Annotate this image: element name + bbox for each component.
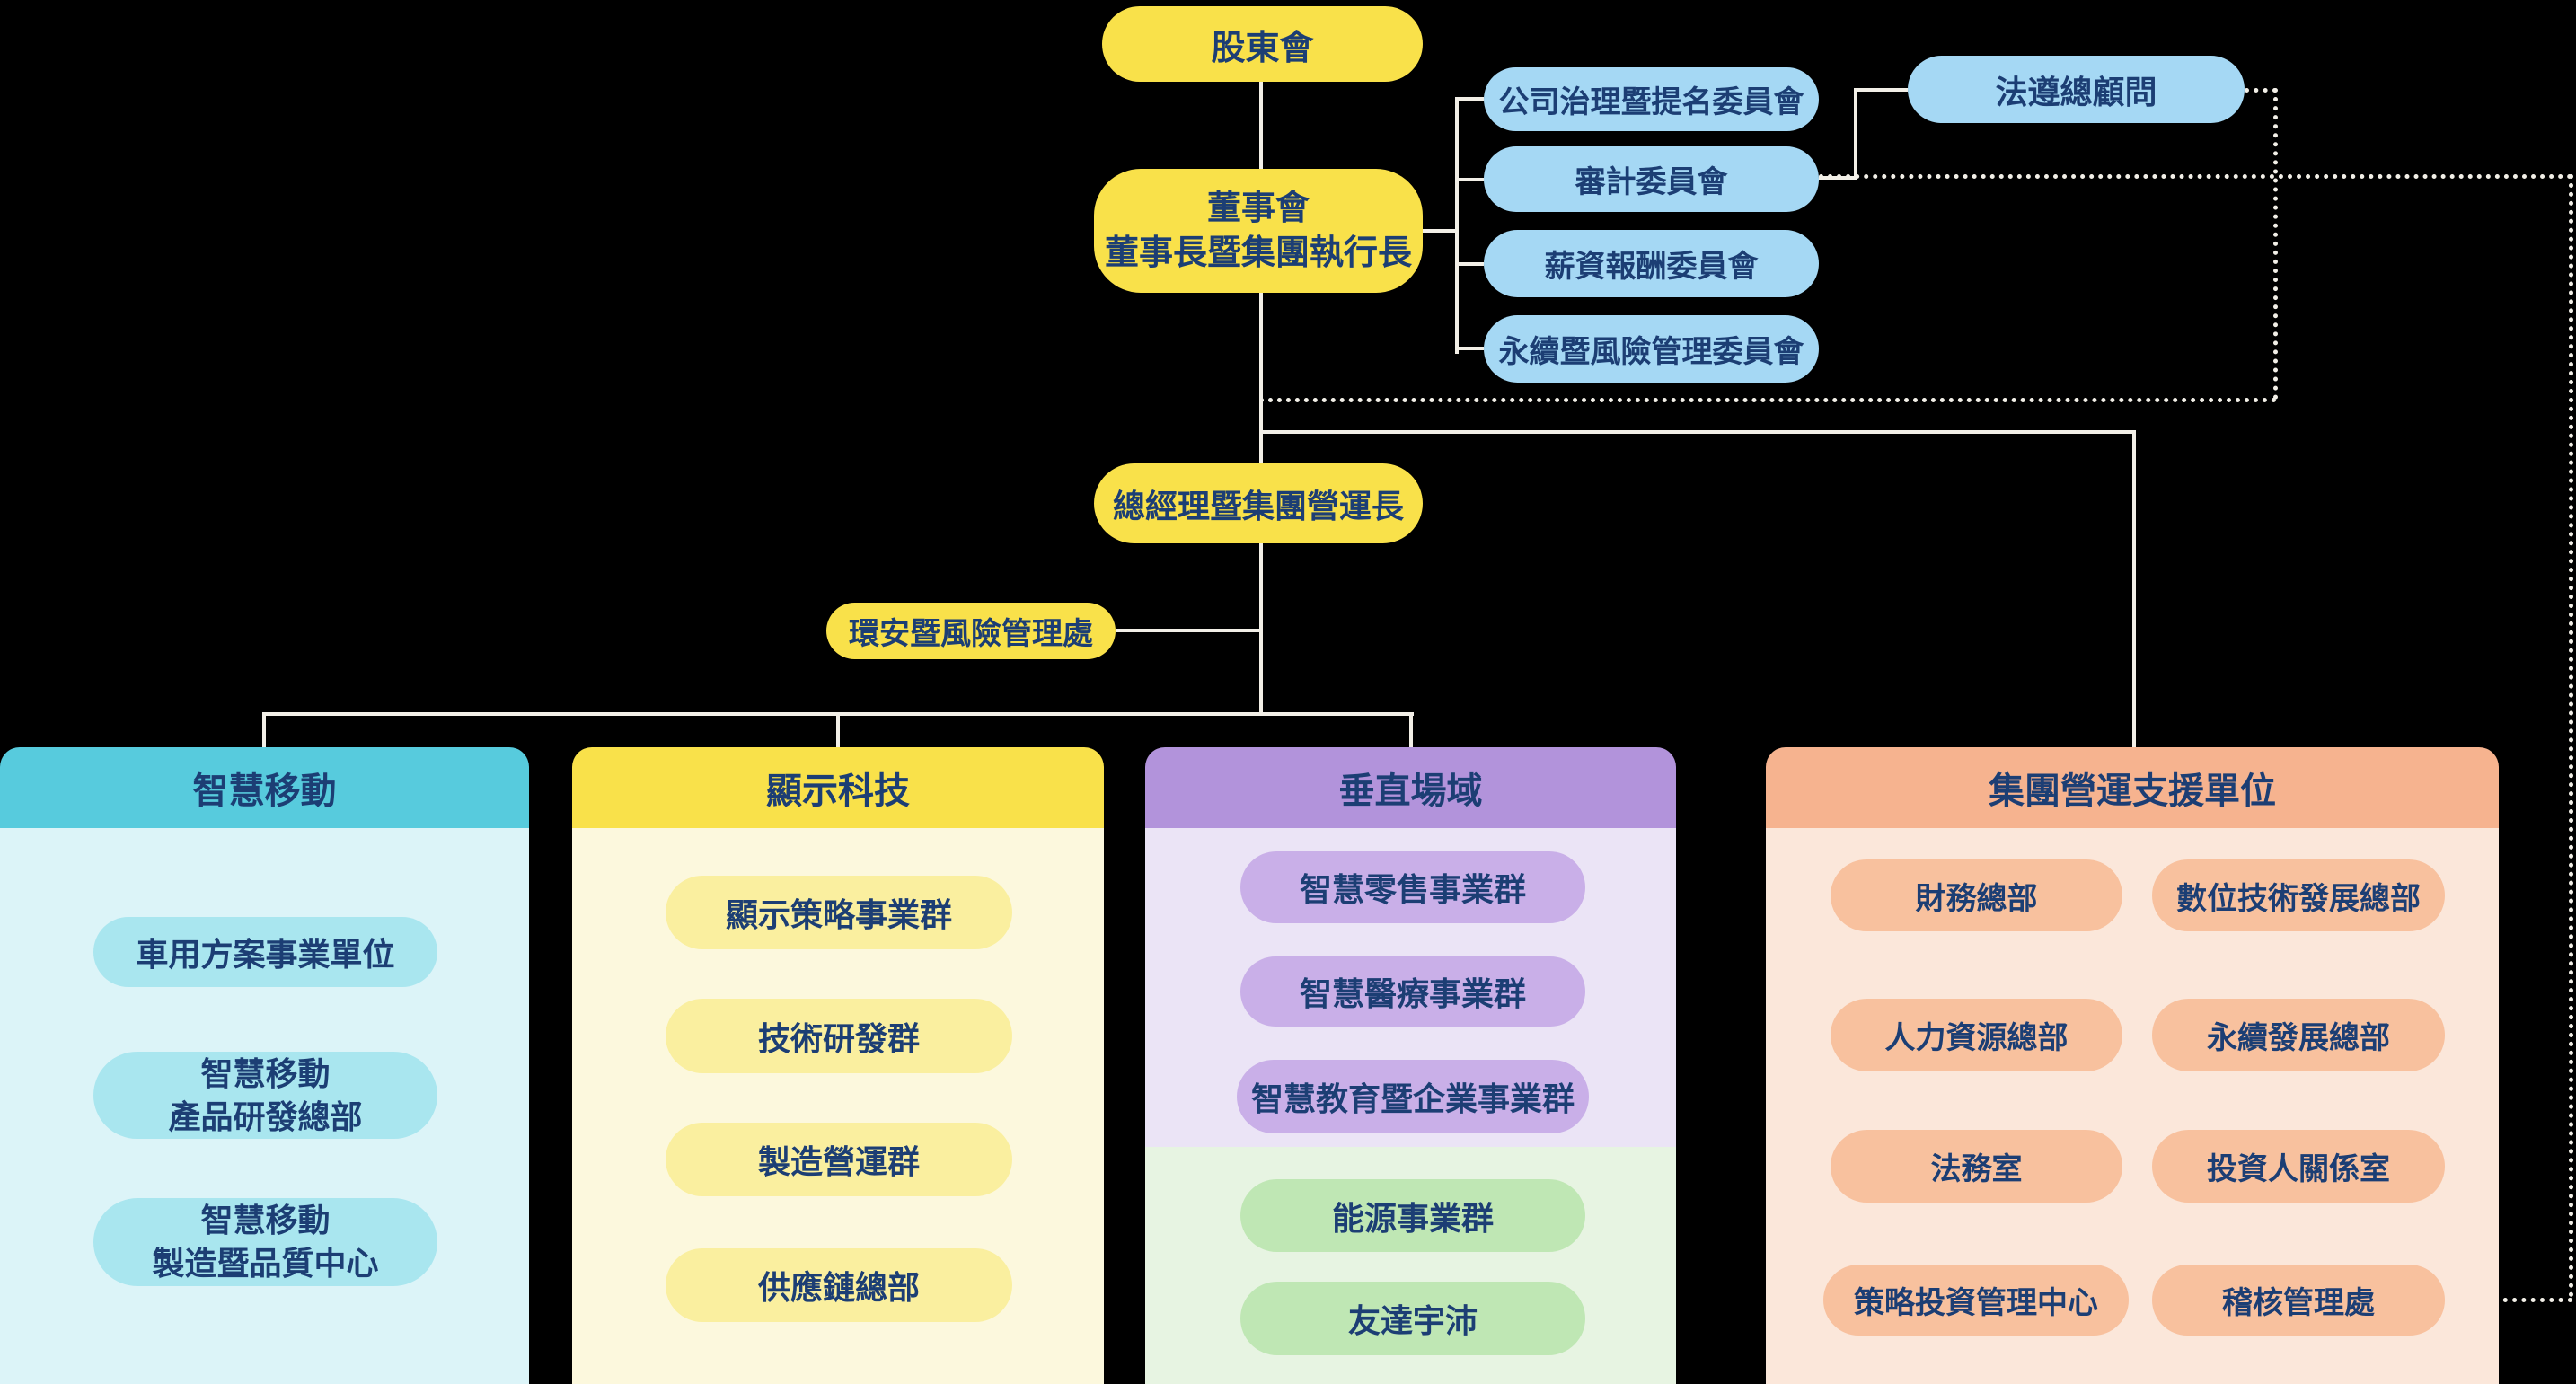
org-item-internal-audit: 稽核管理處 <box>2152 1265 2445 1336</box>
dotted-audit-internal-audit-h <box>2448 1298 2572 1302</box>
connector-committee-4-stub <box>1455 347 1484 350</box>
committee-sustainability-risk: 永續暨風險管理委員會 <box>1484 315 1819 383</box>
org-item-display-strategy: 顯示策略事業群 <box>666 876 1012 949</box>
node-compliance-counsel: 法遵總顧問 <box>1908 56 2245 123</box>
connector-board-support-v <box>2132 430 2136 747</box>
connector-group-2-stub <box>836 712 840 747</box>
connector-president-down <box>1259 543 1263 716</box>
org-item-legal-office: 法務室 <box>1831 1130 2122 1203</box>
org-item-manufacturing-ops: 製造營運群 <box>666 1123 1012 1196</box>
org-item-mobility-rd-hq: 智慧移動 產品研發總部 <box>93 1052 437 1139</box>
connector-board-committees-stub <box>1423 229 1457 233</box>
org-item-smart-medical: 智慧醫療事業群 <box>1240 956 1585 1027</box>
node-president-coo: 總經理暨集團營運長 <box>1094 463 1423 543</box>
org-item-mobility-mfg-quality: 智慧移動 製造暨品質中心 <box>93 1198 437 1286</box>
group-vertical-solutions-title: 垂直場域 <box>1145 747 1676 828</box>
node-shareholders: 股東會 <box>1102 6 1423 82</box>
org-item-smart-retail: 智慧零售事業群 <box>1240 851 1585 923</box>
org-item-sustainability-hq: 永續發展總部 <box>2152 999 2445 1071</box>
connector-esh <box>1116 629 1261 632</box>
group-display-technology: 顯示科技 <box>572 747 1104 1384</box>
dotted-audit-right-v <box>2569 174 2573 1298</box>
connector-audit-compliance-v <box>1854 88 1857 180</box>
group-display-technology-title: 顯示科技 <box>572 747 1104 828</box>
committee-compensation: 薪資報酬委員會 <box>1484 230 1819 297</box>
connector-group-1-stub <box>262 712 266 747</box>
dotted-audit-right-h <box>1819 174 2572 179</box>
group-smart-mobility-title: 智慧移動 <box>0 747 529 828</box>
org-item-automotive-solutions: 車用方案事業單位 <box>93 917 437 987</box>
connector-board-support-h <box>1259 430 2136 434</box>
dotted-compliance-board-v <box>2273 88 2278 400</box>
connector-shareholders-board <box>1259 82 1263 171</box>
org-item-supply-chain-hq: 供應鏈總部 <box>666 1248 1012 1322</box>
org-item-hr-hq: 人力資源總部 <box>1831 999 2122 1071</box>
connector-committees-bracket <box>1455 97 1459 354</box>
org-item-investor-relations: 投資人關係室 <box>2152 1130 2445 1203</box>
org-item-finance-hq: 財務總部 <box>1831 859 2122 931</box>
connector-committee-2-stub <box>1455 178 1484 181</box>
org-item-smart-education-enterprise: 智慧教育暨企業事業群 <box>1237 1060 1589 1133</box>
committee-audit: 審計委員會 <box>1484 146 1819 212</box>
connector-committee-1-stub <box>1455 97 1484 101</box>
connector-committee-3-stub <box>1455 262 1484 266</box>
org-item-energy-bg: 能源事業群 <box>1240 1179 1585 1252</box>
node-board: 董事會 董事長暨集團執行長 <box>1094 169 1423 293</box>
dotted-compliance-stub <box>2245 88 2277 93</box>
dotted-compliance-board-h <box>1259 398 2277 402</box>
org-item-technology-rd: 技術研發群 <box>666 999 1012 1073</box>
org-item-digital-tech-hq: 數位技術發展總部 <box>2152 859 2445 931</box>
connector-group-3-stub <box>1409 712 1413 747</box>
connector-audit-compliance-h2 <box>1854 88 1908 92</box>
node-esh-risk-management: 環安暨風險管理處 <box>826 603 1116 659</box>
group-support-units-title: 集團營運支援單位 <box>1766 747 2499 828</box>
connector-board-president <box>1259 293 1263 465</box>
committee-governance-nomination: 公司治理暨提名委員會 <box>1484 67 1819 131</box>
org-item-auo-envirotech: 友達宇沛 <box>1240 1282 1585 1355</box>
org-item-strategic-investment: 策略投資管理中心 <box>1823 1265 2129 1336</box>
